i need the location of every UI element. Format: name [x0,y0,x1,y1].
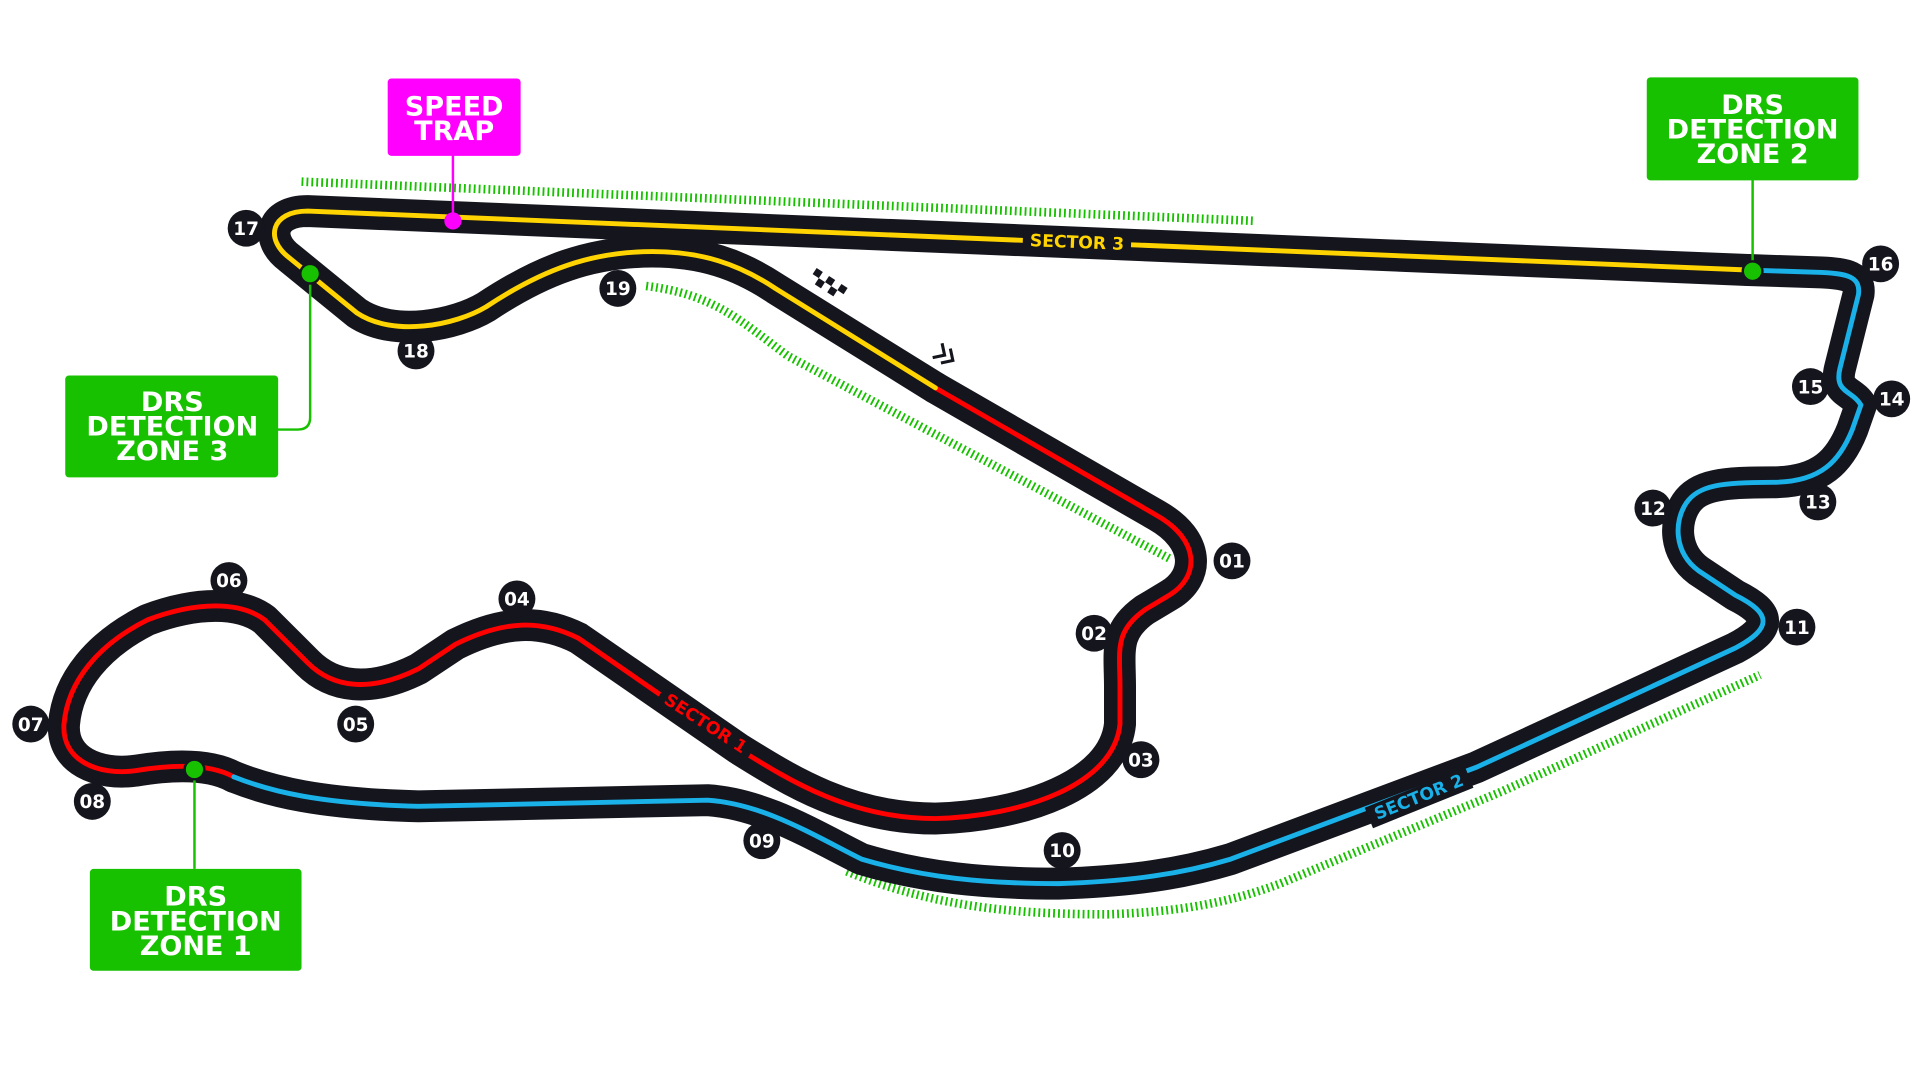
turn-number-16: 16 [1862,245,1900,283]
sector-3-line [272,208,1751,391]
drs-zone-inner [645,281,1172,563]
svg-text:DETECTION: DETECTION [110,906,282,937]
drs-zone-top [301,177,1256,226]
svg-text:DETECTION: DETECTION [86,412,258,443]
sector-2-line [231,267,1864,887]
speed-trap-marker [444,212,462,230]
drs-zone-bottom [845,671,1762,919]
turn-label: 07 [18,715,44,736]
drs-detection-3-marker [299,262,322,285]
turn-number-13: 13 [1799,483,1837,521]
turn-number-12: 12 [1634,489,1672,527]
turn-label: 01 [1219,552,1245,573]
turn-label: 09 [749,831,775,852]
turn-number-2: 02 [1075,614,1113,652]
drs-detection-zone-1-box: DRS DETECTION ZONE 1 [89,868,302,971]
turn-number-9: 09 [743,822,781,860]
turn-label: 12 [1640,499,1666,520]
turn-label: 04 [504,590,530,611]
turn-number-18: 18 [397,332,435,370]
svg-text:DRS: DRS [164,882,227,913]
svg-text:ZONE 2: ZONE 2 [1697,139,1809,170]
turn-label: 02 [1081,624,1107,645]
track [47,195,1877,900]
turn-number-3: 03 [1122,741,1160,779]
turn-number-14: 14 [1873,380,1911,418]
turn-label: 14 [1879,390,1905,411]
turn-label: 17 [233,219,259,240]
turn-number-6: 06 [210,562,248,599]
svg-text:DETECTION: DETECTION [1667,115,1839,146]
sector-1-label: SECTOR 1 [660,690,750,758]
turn-number-1: 01 [1213,542,1251,580]
drs-detection-2-marker [1741,260,1764,283]
speed-trap-box: SPEED TRAP [387,78,521,156]
checkered-flag-icon [812,267,848,297]
turn-label: 08 [79,792,105,813]
turn-label: 05 [343,715,369,736]
sector-3-label: SECTOR 3 [1029,231,1124,255]
turn-label: 10 [1049,841,1075,862]
turn-number-19: 19 [599,270,637,307]
drs-detection-zone-2-box: DRS DETECTION ZONE 2 [1646,77,1859,181]
drs-detection-zone-3-box: DRS DETECTION ZONE 3 [65,375,279,478]
svg-text:TRAP: TRAP [414,116,494,147]
double-chevron-icon [932,342,955,365]
sector-1-line [61,385,1194,822]
turn-label: 11 [1784,618,1810,639]
svg-text:DRS: DRS [1721,90,1784,121]
turn-label: 13 [1805,493,1831,514]
turn-number-8: 08 [73,783,111,820]
turn-number-11: 11 [1778,608,1816,646]
turn-number-7: 07 [12,705,50,743]
turn-label: 18 [403,342,429,363]
turn-number-5: 05 [337,705,375,743]
turn-number-15: 15 [1792,368,1829,405]
turn-label: 03 [1128,750,1154,771]
svg-text:SPEED: SPEED [405,91,504,122]
turn-number-10: 10 [1043,832,1081,869]
turn-label: 19 [605,279,631,300]
drs-detection-1-marker [183,758,206,781]
turn-label: 16 [1868,255,1894,276]
turn-label: 06 [216,571,242,592]
turn-number-17: 17 [227,209,265,247]
svg-text:ZONE 3: ZONE 3 [116,436,228,467]
turn-label: 15 [1798,377,1824,398]
turn-number-4: 04 [498,580,536,618]
svg-text:ZONE 1: ZONE 1 [140,931,252,962]
svg-text:DRS: DRS [141,387,204,418]
